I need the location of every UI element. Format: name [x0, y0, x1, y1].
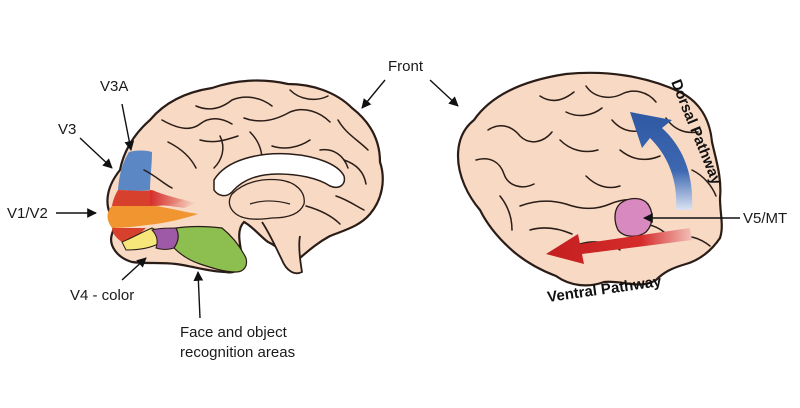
face-recognition-label-line2: recognition areas — [180, 344, 296, 361]
v3a-region — [118, 150, 152, 191]
face-recognition-region — [173, 225, 248, 273]
face-recognition-label-line1: Face and object — [180, 324, 287, 341]
v1v2-orange-band — [107, 206, 198, 228]
v3a-label: V3A — [100, 78, 129, 95]
v3-label: V3 — [58, 121, 77, 138]
v3a-pointer — [121, 103, 135, 151]
right-brain-lateral: Dorsal Pathway Ventral Pathway — [456, 71, 725, 306]
v1v2-label: V1/V2 — [7, 205, 48, 222]
v1v2-red-fade — [150, 190, 196, 208]
v4-label: V4 - color — [70, 287, 135, 304]
ventral-pathway-arrow — [546, 228, 692, 264]
face-pointer — [193, 271, 204, 319]
v3-pointer — [79, 137, 113, 169]
front-left-pointer — [361, 79, 386, 109]
left-brain-medial — [106, 79, 384, 275]
left-brain-sulci — [143, 89, 369, 225]
v1v2-red-lower — [112, 228, 146, 242]
front-label: Front — [388, 58, 424, 75]
v4-pointer — [121, 257, 147, 281]
v5mt-region — [614, 197, 653, 237]
thalamus-region — [228, 178, 305, 220]
dorsal-pathway-arrow — [630, 112, 693, 210]
brainstem — [261, 221, 303, 275]
v5mt-label: V5/MT — [743, 210, 788, 227]
annotation-arrows — [56, 79, 740, 319]
corpus-callosum — [213, 152, 346, 197]
front-right-pointer — [429, 79, 459, 107]
right-brain-sulci — [475, 85, 717, 251]
